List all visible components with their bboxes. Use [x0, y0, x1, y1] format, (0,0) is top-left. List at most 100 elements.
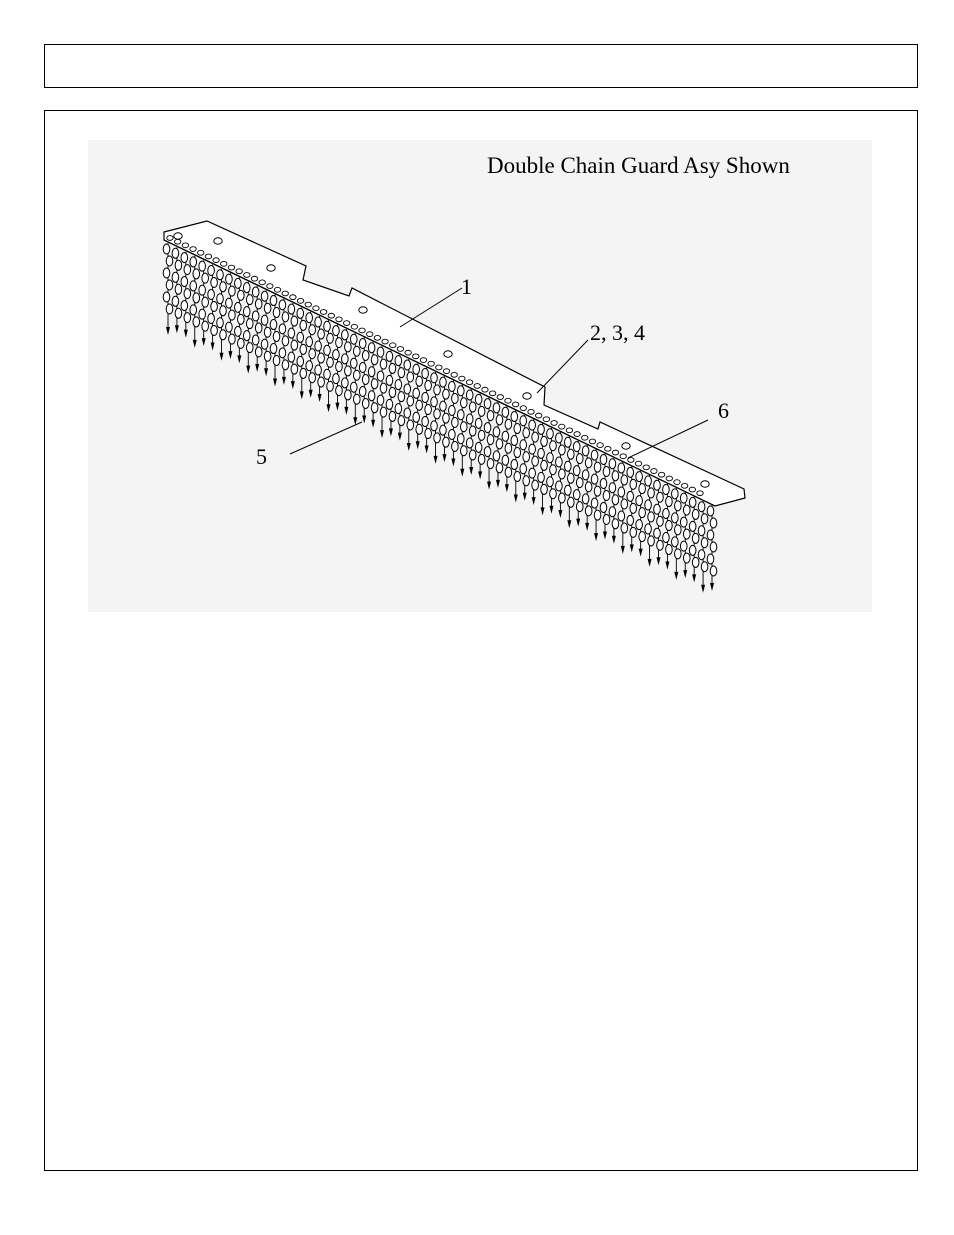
- bolt: [405, 350, 411, 355]
- bolt: [382, 339, 388, 344]
- callout-2-3-4: 2, 3, 4: [590, 320, 645, 345]
- chain-strand: [493, 402, 503, 488]
- bolt: [336, 317, 342, 322]
- bolt: [213, 258, 219, 263]
- bolt: [674, 480, 680, 485]
- bolt: [635, 461, 641, 466]
- bolt: [658, 472, 664, 477]
- leader-line-6: [628, 420, 708, 458]
- bolt: [651, 469, 657, 474]
- chain-strand: [529, 419, 539, 505]
- bolt: [528, 409, 534, 414]
- bolt: [666, 476, 672, 481]
- chain-strand: [654, 479, 664, 565]
- chain-strand: [342, 329, 352, 415]
- mounting-hole: [701, 481, 709, 487]
- mounting-hole: [523, 393, 531, 399]
- bolt: [474, 384, 480, 389]
- chain-strand: [359, 337, 369, 423]
- leader-line-1: [400, 288, 462, 327]
- bolt: [259, 280, 265, 285]
- bolt: [297, 298, 303, 303]
- chain-strand: [645, 475, 655, 567]
- chain-strand: [591, 449, 601, 541]
- callout-1: 1: [461, 274, 472, 299]
- bolt: [428, 361, 434, 366]
- chain-strand: [235, 277, 245, 363]
- chain-strand: [502, 406, 512, 492]
- chain-strand: [538, 423, 548, 515]
- mounting-hole: [174, 233, 182, 239]
- chain-strand: [252, 286, 262, 372]
- chain-strand: [181, 252, 191, 338]
- bolt: [520, 406, 526, 411]
- bolt: [482, 387, 488, 392]
- plate-front-edge: [164, 240, 715, 506]
- chain-strand: [404, 359, 414, 451]
- bolt: [328, 313, 334, 318]
- bolt: [566, 428, 572, 433]
- chain-strand: [547, 428, 557, 514]
- leader-line-234: [537, 340, 588, 393]
- bolt: [359, 328, 365, 333]
- bolt: [174, 239, 180, 244]
- chain-strand: [386, 350, 396, 436]
- chain-strand: [324, 320, 334, 412]
- bolt: [466, 380, 472, 385]
- bolt: [559, 424, 565, 429]
- chain-strand: [199, 260, 209, 346]
- bolt: [643, 465, 649, 470]
- bolt: [267, 284, 273, 289]
- chain-strand: [208, 264, 218, 350]
- chain-strand: [636, 471, 646, 557]
- bolt: [290, 295, 296, 300]
- chain-strand: [689, 496, 699, 582]
- chain-strand: [609, 458, 619, 544]
- chain-strand: [368, 342, 378, 428]
- bolt: [543, 417, 549, 422]
- callout-6: 6: [718, 398, 729, 423]
- bolt: [167, 236, 173, 241]
- chain-strand: [618, 462, 628, 554]
- bolt: [228, 265, 234, 270]
- bolt: [697, 491, 703, 496]
- chain-strand: [261, 290, 271, 376]
- leader-line-5: [290, 422, 362, 454]
- bolt: [397, 347, 403, 352]
- bolt: [681, 483, 687, 488]
- chain-strand: [395, 355, 405, 441]
- chain-strand: [600, 453, 610, 539]
- chain-strand: [279, 299, 289, 385]
- bolt: [198, 250, 204, 255]
- chain-strand: [627, 466, 637, 552]
- chain-strand: [172, 247, 182, 333]
- chain-strand: [306, 312, 316, 398]
- bolt: [420, 358, 426, 363]
- chain-strand: [707, 505, 717, 591]
- chain-strand: [466, 389, 476, 475]
- chain-strand: [297, 307, 307, 399]
- chain-strand: [431, 372, 441, 464]
- bolt: [589, 439, 595, 444]
- chain-strand: [288, 303, 298, 389]
- bolt: [190, 247, 196, 252]
- chain-strand: [440, 376, 450, 462]
- bolt: [221, 261, 227, 266]
- bolt: [236, 269, 242, 274]
- chain-links: [163, 243, 717, 593]
- bolt: [612, 450, 618, 455]
- bolt: [582, 435, 588, 440]
- bolt: [251, 276, 257, 281]
- bolt: [182, 243, 188, 248]
- chain-strand: [217, 269, 227, 361]
- bolt: [282, 291, 288, 296]
- bolt: [505, 398, 511, 403]
- chain-strand: [243, 282, 253, 374]
- mounting-hole: [214, 238, 222, 244]
- chain-strand: [413, 363, 423, 449]
- mounting-hole: [622, 443, 630, 449]
- chain-strand: [520, 415, 530, 501]
- bolt: [436, 365, 442, 370]
- chain-strand: [333, 325, 343, 411]
